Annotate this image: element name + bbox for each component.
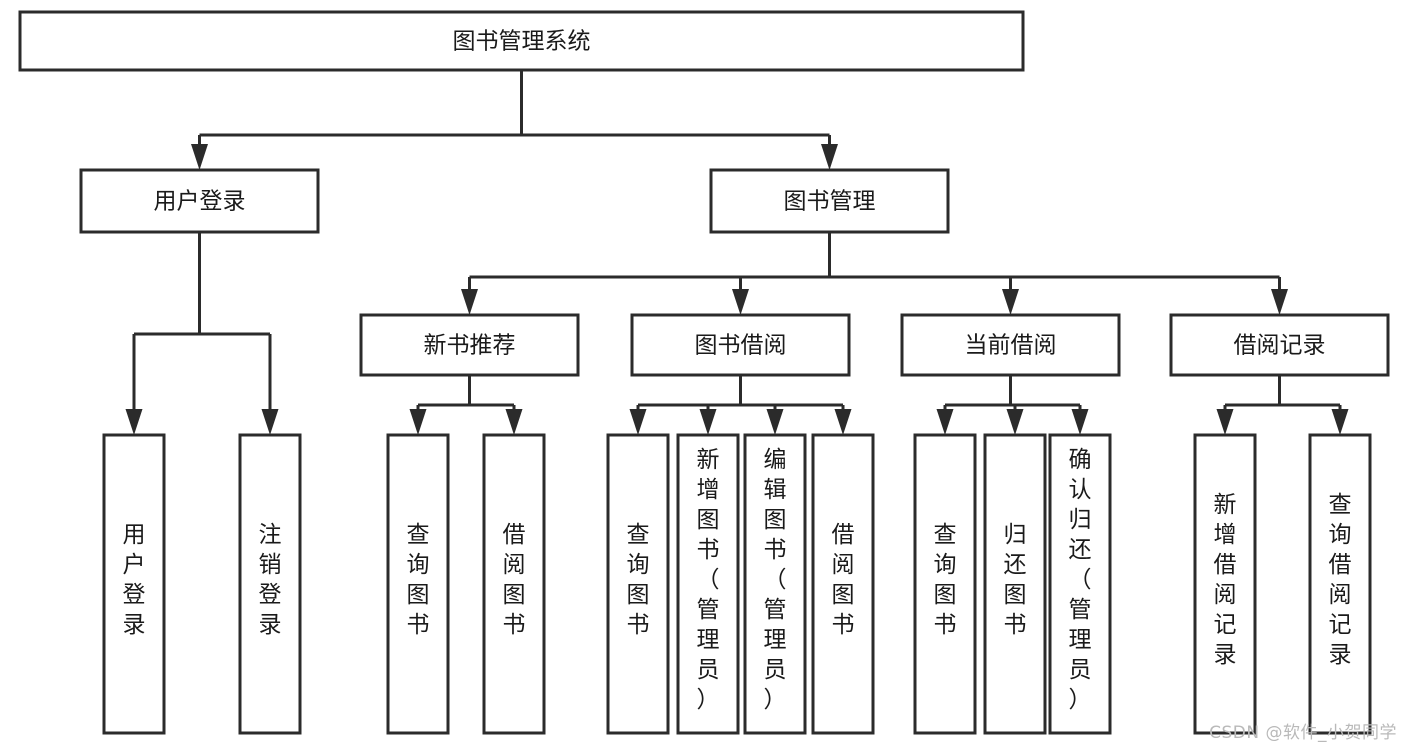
- node-box[interactable]: [359, 313, 580, 377]
- node-leaf-add-record[interactable]: 新增借阅记录: [1193, 433, 1257, 735]
- connector-layer: [125, 70, 1349, 435]
- node-book-manage[interactable]: 图书管理: [709, 168, 950, 234]
- node-box[interactable]: [743, 433, 807, 735]
- arrow-head-icon: [461, 289, 478, 315]
- arrow-head-icon: [766, 409, 784, 435]
- node-leaf-borrow-book-1[interactable]: 借阅图书: [482, 433, 546, 735]
- node-box[interactable]: [630, 313, 851, 377]
- arrow-head-icon: [505, 409, 523, 435]
- node-label: 新增借阅记录: [1214, 492, 1237, 668]
- node-label: 用户登录: [123, 522, 146, 638]
- arrow-head-icon: [1002, 289, 1019, 315]
- node-leaf-return-book[interactable]: 归还图书: [983, 433, 1047, 735]
- node-current-borrow[interactable]: 当前借阅: [900, 313, 1121, 377]
- node-leaf-add-book[interactable]: 新增图书（管理员）: [676, 433, 740, 735]
- connector-group-current-borrow: [936, 375, 1089, 435]
- node-label: 注销登录: [259, 522, 282, 638]
- node-label: 新增图书（管理员）: [697, 447, 720, 713]
- node-leaf-edit-book[interactable]: 编辑图书（管理员）: [743, 433, 807, 735]
- node-box[interactable]: [811, 433, 875, 735]
- node-box[interactable]: [79, 168, 320, 234]
- node-borrow-record[interactable]: 借阅记录: [1169, 313, 1390, 377]
- arrow-head-icon: [191, 144, 208, 170]
- arrow-head-icon: [1071, 409, 1089, 435]
- node-leaf-logout[interactable]: 注销登录: [238, 433, 302, 735]
- node-book-borrow[interactable]: 图书借阅: [630, 313, 851, 377]
- node-box[interactable]: [1169, 313, 1390, 377]
- node-box[interactable]: [676, 433, 740, 735]
- node-box[interactable]: [102, 433, 166, 735]
- node-label: 查询图书: [627, 522, 650, 638]
- arrow-head-icon: [409, 409, 427, 435]
- node-label: 图书管理: [784, 189, 876, 215]
- connector-group-book-borrow: [629, 375, 852, 435]
- arrow-head-icon: [261, 409, 279, 435]
- node-label: 借阅图书: [832, 522, 855, 638]
- node-label: 借阅记录: [1234, 333, 1326, 359]
- arrow-head-icon: [125, 409, 143, 435]
- node-root[interactable]: 图书管理系统: [18, 10, 1025, 72]
- node-label: 确认归还（管理员）: [1069, 447, 1092, 713]
- node-user-login[interactable]: 用户登录: [79, 168, 320, 234]
- node-box[interactable]: [983, 433, 1047, 735]
- node-leaf-user-login[interactable]: 用户登录: [102, 433, 166, 735]
- node-label: 图书管理系统: [453, 29, 591, 55]
- node-box[interactable]: [606, 433, 670, 735]
- node-box[interactable]: [900, 313, 1121, 377]
- connector-group-root: [191, 70, 838, 170]
- node-label: 借阅图书: [503, 522, 526, 638]
- node-label: 查询借阅记录: [1329, 492, 1352, 668]
- node-label: 新书推荐: [424, 333, 516, 359]
- node-box[interactable]: [386, 433, 450, 735]
- node-label: 当前借阅: [965, 333, 1057, 359]
- node-box[interactable]: [1048, 433, 1112, 735]
- connector-group-borrow-record: [1216, 375, 1349, 435]
- arrow-head-icon: [699, 409, 717, 435]
- arrow-head-icon: [629, 409, 647, 435]
- node-leaf-query-book-1[interactable]: 查询图书: [386, 433, 450, 735]
- node-leaf-query-record[interactable]: 查询借阅记录: [1308, 433, 1372, 735]
- node-box[interactable]: [1308, 433, 1372, 735]
- arrow-head-icon: [1271, 289, 1288, 315]
- arrow-head-icon: [1331, 409, 1349, 435]
- node-layer: 图书管理系统用户登录图书管理新书推荐图书借阅当前借阅借阅记录用户登录注销登录查询…: [18, 10, 1390, 735]
- watermark-label: CSDN @软件_小贺同学: [1209, 723, 1397, 743]
- connector-group-user-login: [125, 232, 279, 435]
- arrow-head-icon: [1006, 409, 1024, 435]
- node-leaf-query-book-3[interactable]: 查询图书: [913, 433, 977, 735]
- node-label: 归还图书: [1004, 522, 1027, 638]
- node-label: 查询图书: [407, 522, 430, 638]
- arrow-head-icon: [1216, 409, 1234, 435]
- arrow-head-icon: [732, 289, 749, 315]
- node-box[interactable]: [18, 10, 1025, 72]
- node-box[interactable]: [238, 433, 302, 735]
- node-box[interactable]: [913, 433, 977, 735]
- node-box[interactable]: [709, 168, 950, 234]
- node-leaf-borrow-book-2[interactable]: 借阅图书: [811, 433, 875, 735]
- node-leaf-query-book-2[interactable]: 查询图书: [606, 433, 670, 735]
- node-box[interactable]: [1193, 433, 1257, 735]
- connector-group-book-manage: [461, 232, 1288, 315]
- node-leaf-confirm-return[interactable]: 确认归还（管理员）: [1048, 433, 1112, 735]
- node-box[interactable]: [482, 433, 546, 735]
- arrow-head-icon: [821, 144, 838, 170]
- arrow-head-icon: [936, 409, 954, 435]
- node-label: 用户登录: [154, 189, 246, 215]
- node-new-book-rec[interactable]: 新书推荐: [359, 313, 580, 377]
- node-label: 编辑图书（管理员）: [764, 447, 787, 713]
- arrow-head-icon: [834, 409, 852, 435]
- connector-group-new-book-rec: [409, 375, 523, 435]
- node-label: 图书借阅: [695, 333, 787, 359]
- node-label: 查询图书: [934, 522, 957, 638]
